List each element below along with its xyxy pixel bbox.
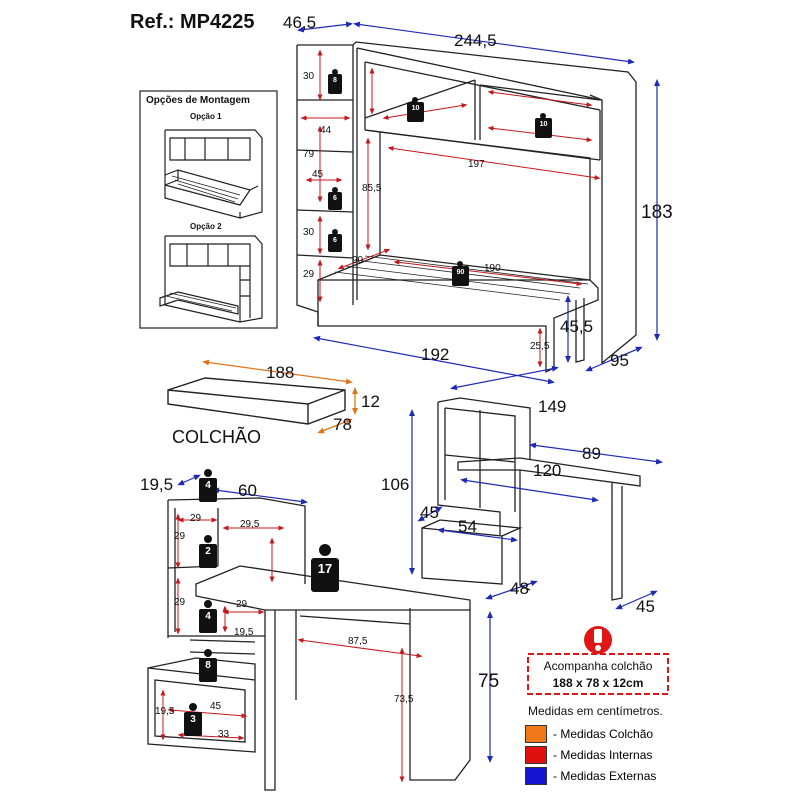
dim-29-left-a: 29 bbox=[174, 531, 186, 542]
dim-19-5-drawer: 19,5 bbox=[155, 706, 175, 717]
notice-line1: Acompanha colchão bbox=[543, 659, 653, 673]
desk-right-dims bbox=[409, 365, 663, 610]
option1-label: Opção 1 bbox=[190, 112, 222, 121]
dim-46-5: 46,5 bbox=[283, 13, 317, 32]
dim-73-5: 73,5 bbox=[394, 694, 414, 705]
weight-10-right: 10 bbox=[539, 121, 548, 128]
dim-30b: 30 bbox=[303, 227, 315, 238]
dim-54: 54 bbox=[458, 517, 477, 536]
colchao-label: COLCHÃO bbox=[172, 427, 262, 447]
legend-label-colchao: - Medidas Colchão bbox=[553, 727, 654, 741]
dim-60: 60 bbox=[238, 481, 257, 500]
dim-190: 190 bbox=[484, 263, 501, 274]
dim-78: 78 bbox=[333, 415, 352, 434]
desk-left-ext-dims bbox=[177, 474, 493, 763]
legend-item-colchao: - Medidas Colchão bbox=[525, 725, 653, 743]
weight-90-bed: 90 bbox=[456, 269, 465, 276]
weight-tags bbox=[184, 69, 552, 736]
legend-label-internas: - Medidas Internas bbox=[553, 748, 653, 762]
desk-left-int-dims bbox=[160, 513, 423, 783]
weight-17-desk: 17 bbox=[317, 561, 333, 576]
dim-19-5-top: 19,5 bbox=[140, 475, 174, 494]
mattress-dims bbox=[202, 359, 358, 434]
dim-45-5: 45,5 bbox=[560, 317, 594, 336]
dim-19-5-mid: 19,5 bbox=[234, 627, 254, 638]
dim-48: 48 bbox=[510, 579, 529, 598]
dim-79: 79 bbox=[303, 149, 315, 160]
bed-internal-dims bbox=[300, 49, 601, 368]
montagem-panel bbox=[139, 90, 278, 329]
weight-6-b: 6 bbox=[333, 237, 337, 244]
weight-4-mid: 4 bbox=[205, 611, 211, 622]
legend-item-externas: - Medidas Externas bbox=[525, 767, 656, 785]
dim-149: 149 bbox=[538, 397, 567, 416]
weight-2: 2 bbox=[205, 546, 211, 557]
dim-90: 90 bbox=[352, 255, 364, 266]
dim-29-bed: 29 bbox=[303, 269, 315, 280]
dim-85-5: 85,5 bbox=[362, 183, 382, 194]
notice-line2: 188 x 78 x 12cm bbox=[552, 676, 644, 690]
weight-6-a: 6 bbox=[333, 195, 337, 202]
dim-29-left-b: 29 bbox=[174, 597, 186, 608]
desk-right bbox=[421, 397, 641, 601]
mattress-drawing bbox=[167, 377, 346, 425]
dim-33: 33 bbox=[218, 729, 230, 740]
weight-10-left: 10 bbox=[411, 105, 420, 112]
dim-29-5: 29,5 bbox=[240, 519, 260, 530]
weight-3: 3 bbox=[190, 714, 196, 725]
weight-8-shelf: 8 bbox=[333, 77, 337, 84]
dim-95: 95 bbox=[610, 351, 629, 370]
dim-192: 192 bbox=[421, 345, 450, 364]
swatch-red bbox=[525, 746, 547, 764]
dim-45-leg: 45 bbox=[636, 597, 655, 616]
dim-188: 188 bbox=[266, 363, 295, 382]
notice-box bbox=[527, 626, 669, 695]
weight-8-drawer: 8 bbox=[205, 660, 211, 671]
montagem-title: Opções de Montagem bbox=[146, 95, 250, 106]
dim-120: 120 bbox=[533, 461, 562, 480]
dim-45-desk: 45 bbox=[420, 503, 439, 522]
dim-106: 106 bbox=[381, 475, 410, 494]
option2-label: Opção 2 bbox=[190, 222, 222, 231]
dim-45-shelf: 45 bbox=[312, 169, 324, 180]
dim-29-top: 29 bbox=[190, 513, 202, 524]
dim-197: 197 bbox=[468, 159, 485, 170]
dim-29-mid: 29 bbox=[236, 599, 248, 610]
dim-183: 183 bbox=[641, 202, 673, 223]
legend-title: Medidas em centímetros. bbox=[528, 704, 663, 718]
legend-item-internas: - Medidas Internas bbox=[525, 746, 652, 764]
dim-12: 12 bbox=[361, 392, 380, 411]
dim-89: 89 bbox=[582, 444, 601, 463]
dim-25-5: 25,5 bbox=[530, 341, 550, 352]
dim-45-drawer: 45 bbox=[210, 701, 222, 712]
dim-75: 75 bbox=[478, 671, 500, 692]
weight-4-top: 4 bbox=[205, 480, 211, 491]
legend-label-externas: - Medidas Externas bbox=[553, 769, 657, 783]
dim-30a: 30 bbox=[303, 71, 315, 82]
ref-code: Ref.: MP4225 bbox=[130, 11, 255, 33]
swatch-orange bbox=[525, 725, 547, 743]
dim-87-5: 87,5 bbox=[348, 636, 368, 647]
dim-44: 44 bbox=[320, 125, 332, 136]
dim-244-5: 244,5 bbox=[454, 31, 497, 50]
swatch-blue bbox=[525, 767, 547, 785]
